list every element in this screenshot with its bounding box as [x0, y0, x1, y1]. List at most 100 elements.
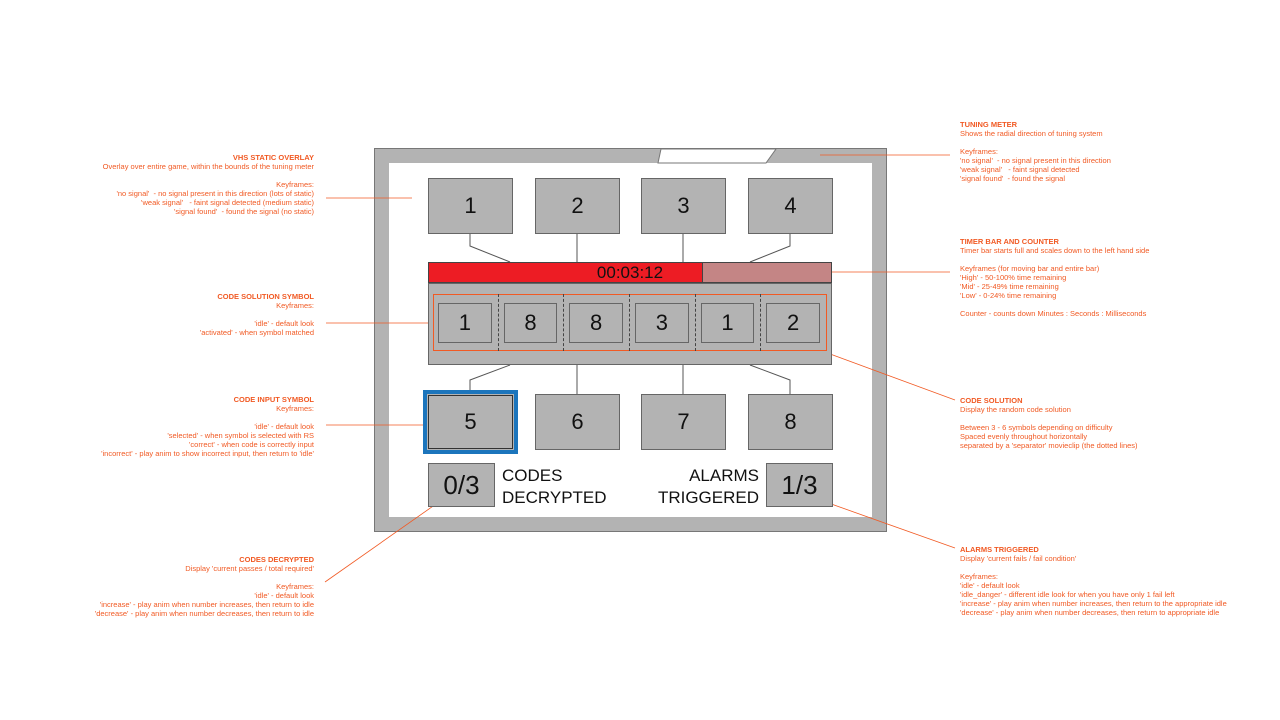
annotation-line	[101, 413, 314, 422]
annotation-line: Keyframes:	[276, 301, 314, 310]
annotation-line: Keyframes:	[960, 147, 998, 156]
code-solution-symbol: 1	[700, 303, 755, 343]
annotation-title: TIMER BAR AND COUNTER	[960, 237, 1059, 246]
annotation-line: 'idle' - default look	[960, 581, 1020, 590]
code-solution-symbol: 8	[569, 303, 623, 343]
alarms-label-line1: ALARMS	[689, 466, 759, 485]
annotation-line: 'increase' - play anim when number incre…	[960, 599, 1227, 608]
annotation-title: CODES DECRYPTED	[239, 555, 314, 564]
annotation-line: 'weak signal' - faint signal detected (m…	[141, 198, 314, 207]
annotation-line	[200, 310, 314, 319]
code-input-symbol[interactable]: 6	[535, 394, 620, 450]
annotation-line: Counter - counts down Minutes : Seconds …	[960, 309, 1147, 318]
annotation-line: 'incorrect' - play anim to show incorrec…	[101, 449, 314, 458]
codes-label-line2: DECRYPTED	[502, 488, 607, 507]
code-solution-symbol: 8	[503, 303, 558, 343]
annotation-line: 'idle' - default look	[254, 422, 314, 431]
alarms-triggered-label: ALARMS TRIGGERED	[658, 465, 759, 509]
annotation-line: Display the random code solution	[960, 405, 1071, 414]
timer-counter: 00:03:12	[596, 263, 664, 282]
annotation-line: 'selected' - when symbol is selected wit…	[167, 431, 314, 440]
annotation-line: Keyframes:	[960, 572, 998, 581]
code-separator	[563, 294, 565, 351]
alarms-label-line2: TRIGGERED	[657, 488, 759, 507]
annotation-line: Keyframes (for moving bar and entire bar…	[960, 264, 1100, 273]
annotation-title: VHS STATIC OVERLAY	[232, 153, 314, 162]
annotation-line	[960, 138, 1111, 147]
tuning-symbol: 2	[535, 178, 620, 234]
annotation-title: CODE SOLUTION	[960, 396, 1023, 405]
code-input-symbol[interactable]: 7	[641, 394, 726, 450]
annotation-line: Keyframes:	[276, 582, 314, 591]
code-solution-panel	[428, 283, 832, 365]
tuning-symbol: 3	[641, 178, 726, 234]
code-input-symbol-selected[interactable]: 5	[423, 390, 518, 454]
code-input-symbol[interactable]: 8	[748, 394, 833, 450]
annotation-line: Timer bar starts full and scales down to…	[960, 246, 1150, 255]
annotation-title: TUNING METER	[960, 120, 1018, 129]
annotation-line	[960, 563, 1227, 572]
annotation-line: 'High' - 50-100% time remaining	[960, 273, 1067, 282]
annotation-line: 'correct' - when code is correctly input	[189, 440, 314, 449]
alarms-triggered-counter: 1/3	[766, 463, 833, 507]
codes-label-line1: CODES	[502, 466, 563, 485]
annotation-line: Spaced evenly throughout horizontally	[960, 432, 1088, 441]
annotation-line	[960, 300, 1149, 309]
annotation-line: 'increase' - play anim when number incre…	[99, 600, 314, 609]
annotation-line: 'idle' - default look	[254, 591, 314, 600]
annotation-line: Overlay over entire game, within the bou…	[102, 162, 314, 171]
wires	[469, 233, 791, 394]
tuning-meter-indicator	[657, 148, 777, 164]
code-solution-bounds	[433, 294, 827, 351]
annotation-lines	[324, 154, 956, 583]
annotation-line: 'weak signal' - faint signal detected	[960, 165, 1080, 174]
annotation-line: Between 3 - 6 symbols depending on diffi…	[960, 423, 1113, 432]
code-solution-symbol: 2	[766, 303, 820, 343]
annotation-title: CODE SOLUTION SYMBOL	[217, 292, 314, 301]
annotation-line	[103, 171, 314, 180]
annotation-line: 'idle_danger' - different idle look for …	[960, 590, 1175, 599]
code-separator	[694, 294, 696, 351]
annotation-line: 'Mid' - 25-49% time remaining	[960, 282, 1059, 291]
codes-decrypted-label: CODES DECRYPTED	[502, 465, 607, 509]
code-separator	[629, 294, 630, 351]
codes-decrypted-counter: 0/3	[428, 463, 495, 507]
annotation-line	[960, 255, 1149, 264]
annotation-line: Keyframes:	[276, 404, 314, 413]
annotation-line: 'decrease' - play anim when number decre…	[94, 609, 314, 618]
timer-bar: 00:03:12	[428, 262, 832, 283]
annotation-line: 'activated' - when symbol matched	[199, 328, 314, 337]
annotation-title: ALARMS TRIGGERED	[960, 545, 1039, 554]
timer-bar-fill	[429, 263, 704, 282]
annotation-line: Shows the radial direction of tuning sys…	[960, 129, 1103, 138]
annotation-line: separated by a 'separator' movieclip (th…	[960, 441, 1138, 450]
annotation-line: Display 'current passes / total required…	[185, 564, 314, 573]
code-separator	[497, 294, 499, 351]
annotation-line: 'idle' - default look	[254, 319, 314, 328]
tuning-symbol: 1	[428, 178, 513, 234]
annotation-line	[960, 414, 1138, 423]
annotation-line	[95, 573, 314, 582]
annotation-line: Keyframes:	[276, 180, 314, 189]
annotation-line: 'signal found' - found the signal (no st…	[173, 207, 314, 216]
annotation-line: 'no signal' - no signal present in this …	[116, 189, 314, 198]
tuning-symbol: 4	[748, 178, 833, 234]
code-solution-symbol: 3	[635, 303, 689, 343]
annotation-line: 'decrease' - play anim when number decre…	[960, 608, 1220, 617]
annotation-line: 'Low' - 0-24% time remaining	[960, 291, 1057, 300]
code-solution-symbol: 1	[438, 303, 492, 343]
annotation-title: CODE INPUT SYMBOL	[233, 395, 314, 404]
annotation-line: 'no signal' - no signal present in this …	[960, 156, 1111, 165]
annotation-line: 'signal found' - found the signal	[960, 174, 1066, 183]
annotation-line: Display 'current fails / fail condition'	[960, 554, 1077, 563]
